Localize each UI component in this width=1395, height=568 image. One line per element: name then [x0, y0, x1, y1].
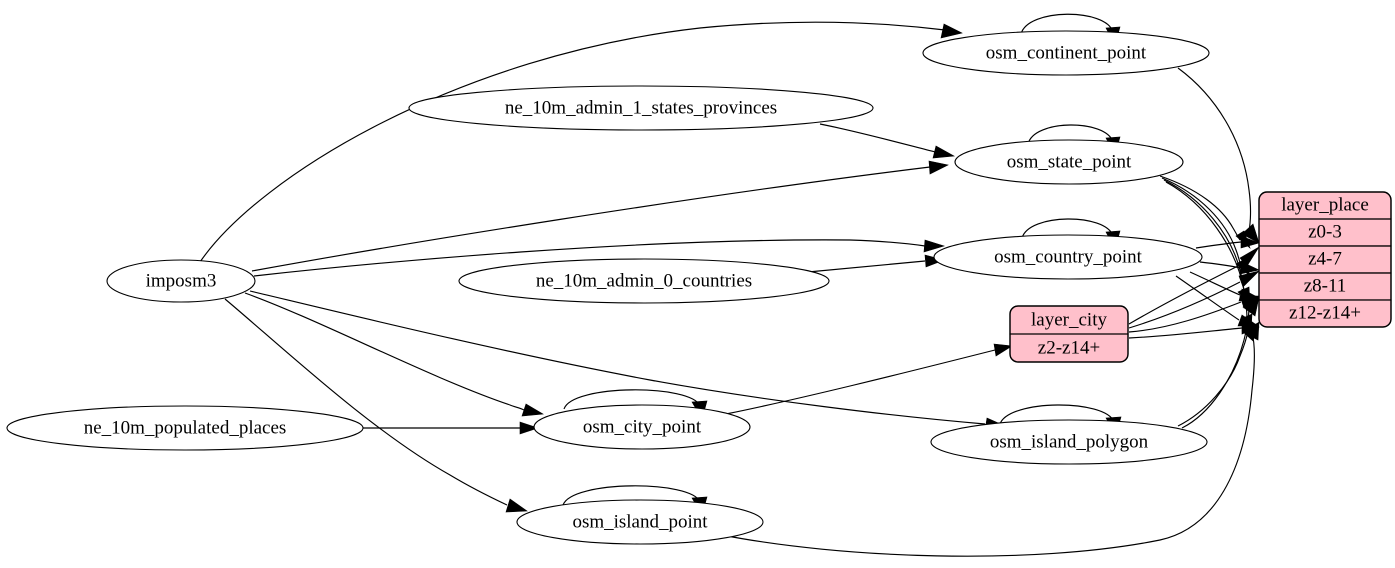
node-label-ne_10m_admin_0_countries: ne_10m_admin_0_countries	[536, 270, 752, 291]
node-osm_country_point[interactable]: osm_country_point	[933, 234, 1203, 280]
node-ne_10m_admin_1_states_provinces[interactable]: ne_10m_admin_1_states_provinces	[408, 85, 874, 131]
edge-layer_city-to-layer_place-z0-3	[1128, 246, 1260, 325]
edge-layer_city-to-layer_place-z4-7	[1128, 270, 1260, 329]
edge-osm_continent_point-to-layer_place-z0-3	[1177, 67, 1260, 244]
node-osm_city_point[interactable]: osm_city_point	[533, 404, 751, 450]
layer_place-header-label: layer_place	[1281, 194, 1369, 215]
edge-osm_country_point-to-layer_place-z4-7	[1199, 261, 1260, 275]
edge-imposm3-to-osm_city_point	[244, 292, 544, 417]
node-label-osm_island_polygon: osm_island_polygon	[990, 431, 1149, 452]
layer_place-row-2-label: z8-11	[1304, 275, 1347, 296]
node-osm_continent_point[interactable]: osm_continent_point	[922, 30, 1210, 76]
node-osm_island_polygon[interactable]: osm_island_polygon	[930, 419, 1208, 465]
edge-osm_island_polygon-to-layer_place-z8-11	[1181, 296, 1260, 429]
edge-osm_country_point-to-layer_place-z0-3	[1195, 235, 1260, 249]
node-ne_10m_populated_places[interactable]: ne_10m_populated_places	[6, 405, 364, 451]
node-osm_island_point[interactable]: osm_island_point	[516, 499, 764, 545]
layer_city-header-label: layer_city	[1031, 309, 1107, 330]
node-label-ne_10m_populated_places: ne_10m_populated_places	[84, 417, 287, 438]
node-ne_10m_admin_0_countries[interactable]: ne_10m_admin_0_countries	[458, 258, 830, 304]
node-label-imposm3: imposm3	[146, 270, 217, 291]
table-node-layer_city[interactable]: layer_city z2-z14+	[1009, 305, 1129, 363]
edge-imposm3-to-osm_continent_point	[199, 21, 963, 263]
node-label-osm_country_point: osm_country_point	[994, 246, 1142, 267]
node-layer: imposm3 ne_10m_populated_places ne_10m_a…	[6, 30, 1210, 545]
layer_place-row-3-label: z12-z14+	[1289, 302, 1361, 323]
edge-ne_admin0-to-osm_country_point	[807, 254, 945, 273]
edge-osm_island_point-to-layer_place-z12-z14	[721, 321, 1260, 557]
table-node-layer_place[interactable]: layer_place z0-3 z4-7 z8-11 z12-z14+	[1258, 191, 1392, 328]
node-label-osm_island_point: osm_island_point	[572, 511, 708, 532]
edge-osm_city_point-to-layer_city	[725, 343, 1013, 415]
edge-imposm3-to-osm_country_point	[253, 239, 946, 277]
node-osm_state_point[interactable]: osm_state_point	[954, 139, 1184, 185]
node-label-ne_10m_admin_1_states_provinces: ne_10m_admin_1_states_provinces	[505, 97, 777, 118]
layer_place-row-1-label: z4-7	[1308, 248, 1342, 269]
layer_city-row-0-label: z2-z14+	[1038, 337, 1100, 358]
node-label-osm_continent_point: osm_continent_point	[986, 42, 1147, 63]
node-imposm3[interactable]: imposm3	[106, 259, 256, 303]
node-label-osm_state_point: osm_state_point	[1007, 151, 1132, 172]
node-label-osm_city_point: osm_city_point	[583, 416, 702, 437]
edge-imposm3-to-osm_state_point	[251, 160, 949, 272]
layer_place-row-0-label: z0-3	[1308, 221, 1342, 242]
edge-imposm3-to-osm_island_point	[224, 298, 528, 513]
edge-ne_populated-to-osm_city_point	[363, 421, 539, 435]
edge-ne_admin1-to-osm_state_point	[819, 123, 955, 159]
edge-osm_island_polygon-to-layer_place-z12-z14	[1177, 322, 1259, 427]
edge-layer_city-to-layer_place-z8-11	[1128, 295, 1260, 333]
